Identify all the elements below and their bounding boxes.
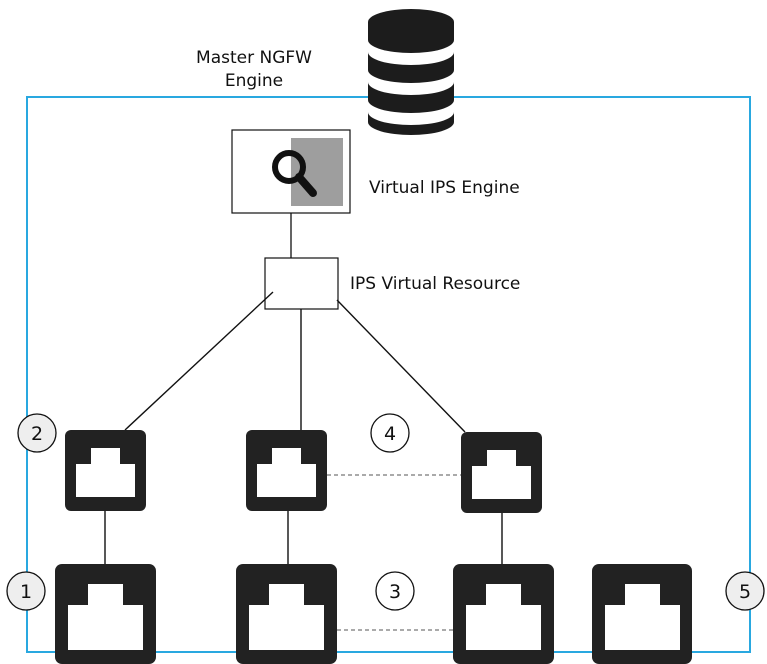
virtual-interface-port-right [461,432,542,513]
virtual-interface-port-middle [246,430,327,511]
database-icon [368,9,454,135]
physical-interface-port-4 [592,564,692,664]
magnifier-icon [272,150,317,197]
ips-virtual-resource-label: IPS Virtual Resource [350,274,520,294]
svg-text:5: 5 [739,581,751,603]
callout-5: 5 [725,571,765,611]
virtual-ips-engine-box [231,129,351,214]
callout-3: 3 [375,571,415,611]
svg-text:2: 2 [31,423,43,445]
svg-text:4: 4 [384,423,396,445]
virtual-ips-engine-label: Virtual IPS Engine [369,178,520,198]
connector-resource-left [124,291,274,431]
svg-text:1: 1 [20,581,32,603]
callout-1: 1 [6,571,46,611]
ips-virtual-resource-box [264,257,339,310]
callout-2: 2 [17,413,57,453]
master-engine-label-line2: Engine [225,71,283,91]
physical-interface-port-2 [236,564,337,664]
physical-interface-port-1 [55,564,156,664]
virtual-interface-port-left [65,430,146,511]
master-engine-label-line1: Master NGFW [196,48,312,68]
physical-interface-port-3 [453,564,554,664]
callout-4: 4 [370,413,410,453]
connector-resource-right [336,299,466,433]
svg-text:3: 3 [389,581,401,603]
